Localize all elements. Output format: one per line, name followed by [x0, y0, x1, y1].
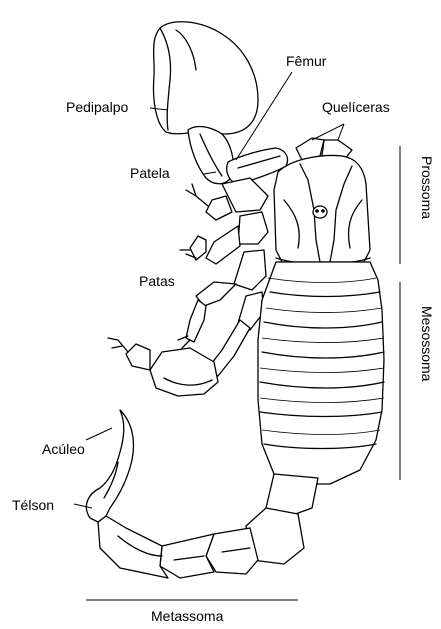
mesosoma-drawing [258, 262, 384, 484]
label-mesossoma: Mesossoma [419, 306, 435, 382]
label-pedipalpo: Pedipalpo [66, 99, 128, 115]
legs-drawing [108, 178, 268, 396]
label-aculeo: Acúleo [42, 441, 85, 457]
prosoma-drawing [274, 138, 370, 264]
label-queliceras: Quelíceras [322, 99, 390, 115]
label-patela: Patela [130, 165, 170, 181]
label-patas: Patas [139, 273, 175, 289]
label-metassoma: Metassoma [151, 608, 224, 624]
label-femur: Fêmur [286, 53, 327, 69]
label-prossoma: Prossoma [419, 156, 435, 219]
label-telson: Télson [12, 497, 54, 513]
pedipalp-drawing [154, 22, 288, 184]
